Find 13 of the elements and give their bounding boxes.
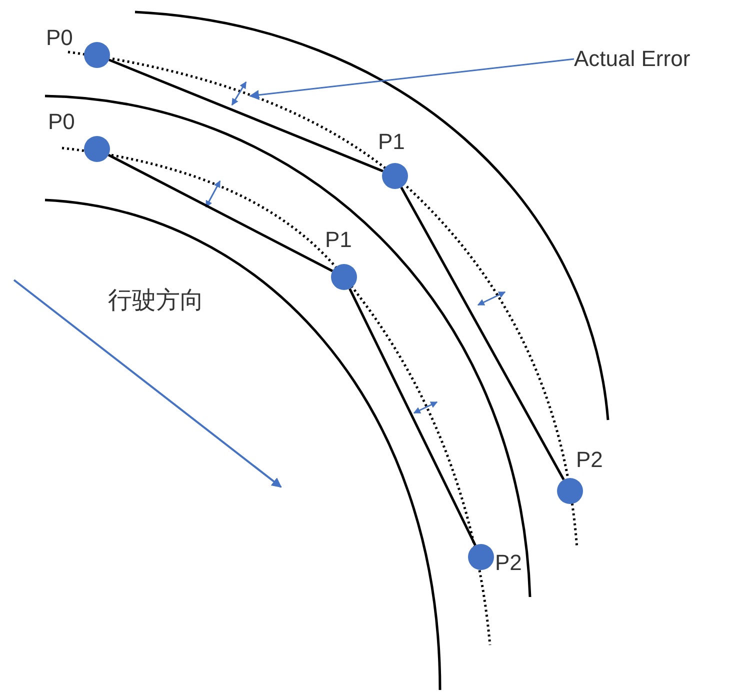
point-label: P1 xyxy=(378,130,405,154)
point-label: P0 xyxy=(48,110,75,134)
callout-text: Actual Error xyxy=(574,46,690,71)
point-label: P1 xyxy=(325,228,352,252)
point-label: P2 xyxy=(576,448,603,472)
trajectory-segment xyxy=(400,186,565,480)
point-label: P2 xyxy=(495,551,522,575)
trajectory-segment xyxy=(108,58,384,172)
leader-line xyxy=(249,58,574,100)
direction-label: 行驶方向 xyxy=(108,286,204,314)
point-label: P0 xyxy=(46,26,73,50)
trajectory-segment xyxy=(348,288,476,546)
trajectory-segment xyxy=(108,154,334,272)
